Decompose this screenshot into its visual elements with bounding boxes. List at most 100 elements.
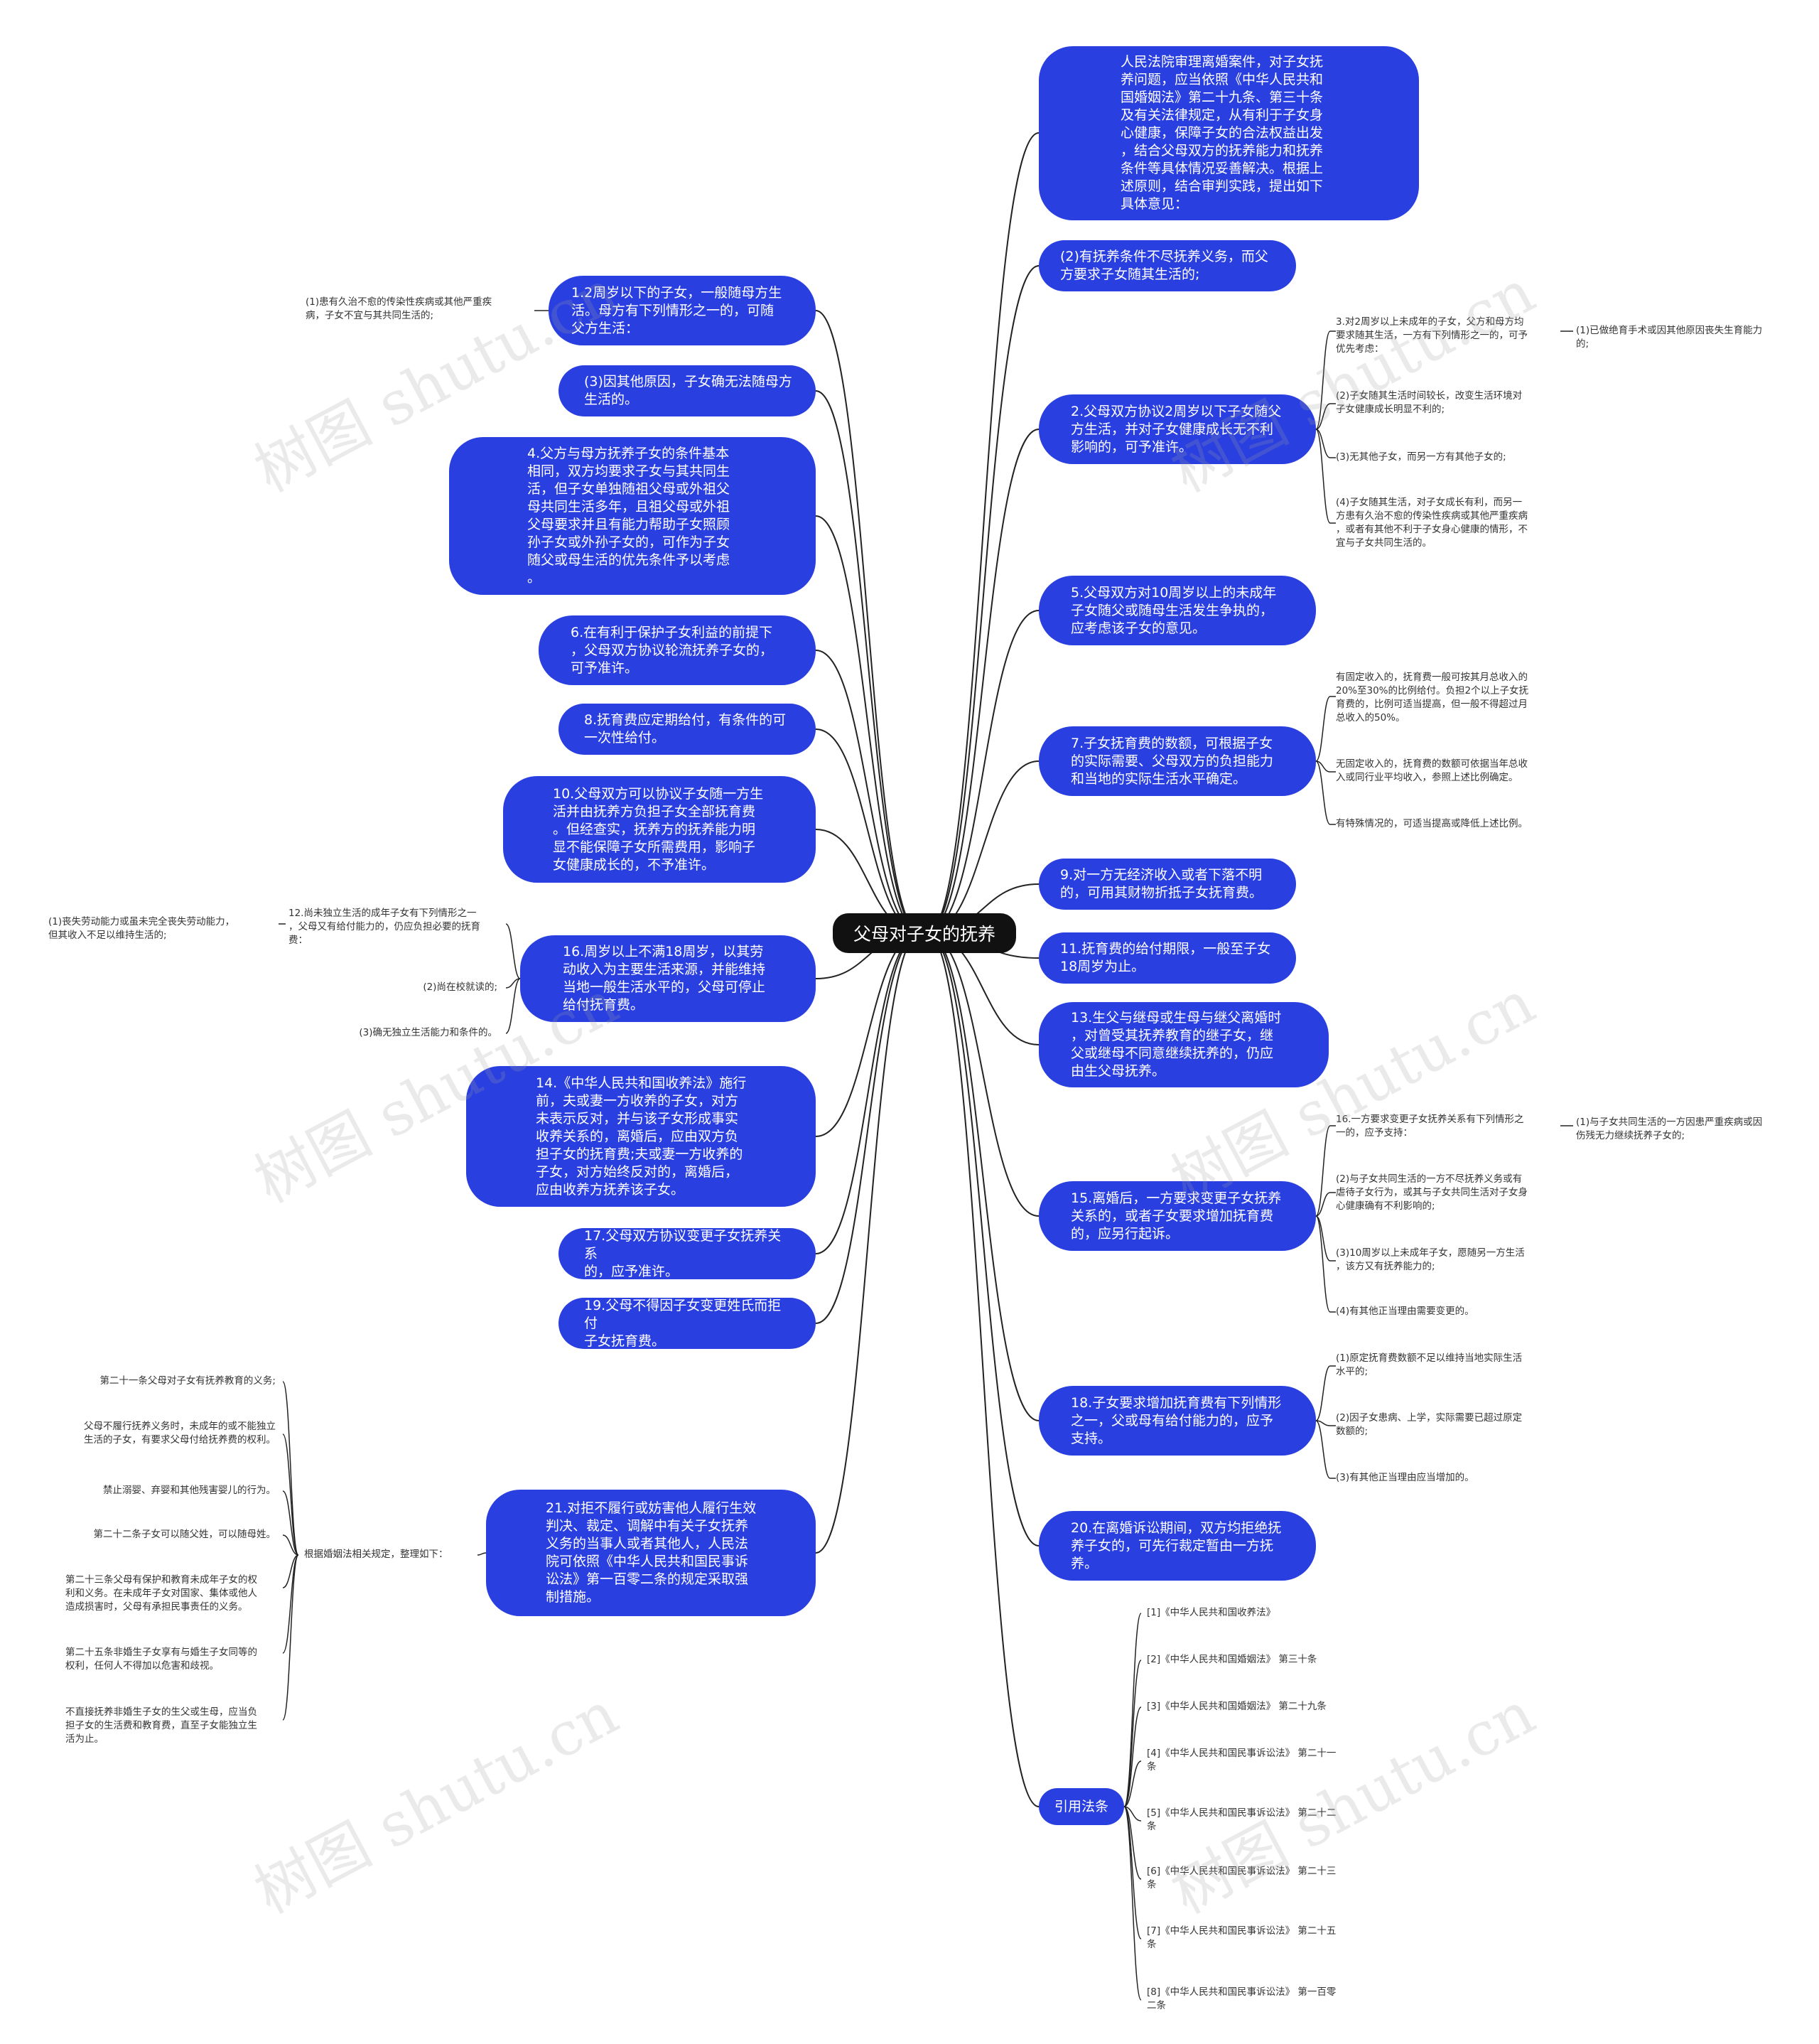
node-r4[interactable]: 5.父母双方对10周岁以上的未成年 子女随父或随母生活发生争执的， 应考虑该子女… <box>1039 576 1316 645</box>
node-r11[interactable]: 20.在离婚诉讼期间，双方均拒绝抚 养子女的，可先行裁定暂由一方抚 养。 <box>1039 1511 1316 1581</box>
node-l8[interactable]: 14.《中华人民共和国收养法》施行 前，夫或妻一方收养的子女，对方 未表示反对，… <box>466 1066 816 1207</box>
connector <box>1315 1192 1331 1217</box>
leaf-l1-sub: (1)患有久治不愈的传染性疾病或其他严重疾 病，子女不宜与其共同生活的; <box>306 296 492 321</box>
node-l3[interactable]: 4.父方与母方抚养子女的条件基本 相同，双方均要求子女与其共同生 活，但子女单独… <box>449 437 816 595</box>
leaf-r5-sub3: 有特殊情况的，可适当提高或降低上述比例。 <box>1336 818 1528 829</box>
node-r5[interactable]: 7.子女抚育费的数额，可根据子女 的实际需要、父母双方的负担能力 和当地的实际生… <box>1039 726 1316 796</box>
connector <box>927 932 1040 1547</box>
connector <box>1123 1806 1142 2001</box>
ref-7: [7]《中华人民共和国民事诉讼法》 第二十五 条 <box>1147 1925 1337 1950</box>
leaf-r3-sub1: 3.对2周岁以上未成年的子女，父方和母方均 要求随其生活，一方有下列情形之一的，… <box>1336 316 1528 355</box>
leaf-r10-sub3: (3)有其他正当理由应当增加的。 <box>1336 1472 1474 1483</box>
ref-4: [4]《中华人民共和国民事诉讼法》 第二十一 条 <box>1147 1748 1337 1773</box>
node-r9[interactable]: 15.离婚后，一方要求变更子女抚养 关系的，或者子女要求增加抚育费 的，应另行起… <box>1039 1181 1316 1251</box>
node-l1[interactable]: 1.2周岁以下的子女，一般随母方生 活。母方有下列情形之一的，可随 父方生活： <box>549 276 816 345</box>
leaf-r10-sub1: (1)原定抚育费数额不足以维持当地实际生活 水平的; <box>1336 1352 1523 1377</box>
leaf-r3-sub3: (3)无其他子女，而另一方有其他子女的; <box>1336 451 1506 463</box>
ref-6: [6]《中华人民共和国民事诉讼法》 第二十三 条 <box>1147 1866 1337 1890</box>
connector <box>927 132 1040 934</box>
connector <box>815 390 921 934</box>
connector <box>1315 1365 1331 1421</box>
leaf-l11-item-1: 第二十一条父母对子女有抚养教育的义务; <box>99 1375 276 1387</box>
leaf-l11-item-3: 禁止溺婴、弃婴和其他残害婴儿的行为。 <box>103 1485 276 1496</box>
leaf-r3-sub4: (4)子女随其生活，对子女成长有利，而另一 方患有久治不愈的传染性疾病或其他严重… <box>1336 497 1528 549</box>
root-label: 父母对子女的抚养 <box>853 924 995 945</box>
leaf-r9-sub1: 16.一方要求变更子女抚养关系有下列情形之 一的，应予支持： <box>1336 1114 1524 1139</box>
leaf-l11-item-6: 第二十五条非婚生子女享有与婚生子女同等的 权利，任何人不得加以危害和歧视。 <box>65 1647 257 1672</box>
leaf-l11-item-4: 第二十二条子女可以随父姓，可以随母姓。 <box>93 1529 276 1540</box>
node-l4[interactable]: 6.在有利于保护子女利益的前提下 ，父母双方协议轮流抚养子女的， 可予准许。 <box>539 615 816 685</box>
connector <box>1315 1215 1331 1262</box>
connector <box>282 1434 299 1556</box>
node-r1[interactable]: 人民法院审理离婚案件，对子女抚 养问题，应当依照《中华人民共和 国婚姻法》第二十… <box>1039 46 1419 220</box>
connector <box>815 310 921 934</box>
leaf-l11-item-2: 父母不履行抚养义务时，未成年的或不能独立 生活的子女，有要求父母付给抚养费的权利… <box>84 1421 276 1446</box>
root-node[interactable]: 父母对子女的抚养 <box>833 913 1016 953</box>
connector <box>815 932 921 1254</box>
connector <box>1315 403 1331 430</box>
node-l7[interactable]: 16.周岁以上不满18周岁，以其劳 动收入为主要生活来源，并能维持 当地一般生活… <box>520 935 816 1022</box>
connector <box>1123 1806 1142 1880</box>
node-r6[interactable]: 9.对一方无经济收入或者下落不明 的，可用其财物折抵子女抚育费。 <box>1039 859 1296 910</box>
connector <box>1315 1125 1331 1217</box>
node-r8[interactable]: 13.生父与继母或生母与继父离婚时 ，对曾受其抚养教育的继子女，继 父或继母不同… <box>1039 1002 1329 1087</box>
connector <box>1315 760 1331 773</box>
ref-2: [2]《中华人民共和国婚姻法》 第三十条 <box>1147 1654 1317 1665</box>
connector <box>927 932 1040 1807</box>
ref-8: [8]《中华人民共和国民事诉讼法》 第一百零 二条 <box>1147 1986 1337 2011</box>
node-r2[interactable]: (2)有抚养条件不尽抚养义务，而父 方要求子女随其生活的; <box>1039 240 1296 291</box>
node-r12-refs[interactable]: 引用法条 <box>1039 1788 1124 1825</box>
connector <box>1315 330 1331 430</box>
leaf-l7-sub1-child: (1)丧失劳动能力或虽未完全丧失劳动能力， 但其收入不足以维持生活的; <box>48 916 235 941</box>
connector <box>1315 429 1331 524</box>
leaf-l11-item-5: 第二十三条父母有保护和教育未成年子女的权 利和义务。在未成年子女对国家、集体或他… <box>65 1574 257 1613</box>
connector <box>927 932 1040 1421</box>
node-l5[interactable]: 8.抚育费应定期给付，有条件的可 一次性给付。 <box>558 704 816 755</box>
connector <box>477 1552 487 1556</box>
connector <box>505 978 521 1034</box>
connector <box>815 650 921 934</box>
leaf-l7-sub1: 12.尚未独立生活的成年子女有下列情形之一 ，父母又有给付能力的，仍应负担必要的… <box>288 908 480 946</box>
leaf-r9-sub1-child: (1)与子女共同生活的一方因患严重疾病或因 伤残无力继续抚养子女的; <box>1576 1117 1763 1141</box>
connector <box>282 1554 299 1721</box>
connector <box>815 932 921 1554</box>
leaf-l7-sub2: (2)尚在校就读的; <box>423 981 497 993</box>
leaf-r5-sub2: 无固定收入的，抚育费的数额可依据当年总收 入或同行业平均收入，参照上述比例确定。 <box>1336 758 1528 783</box>
connector <box>815 932 921 1137</box>
connector <box>282 1554 299 1588</box>
connector <box>927 265 1040 934</box>
node-r7[interactable]: 11.抚育费的给付期限，一般至子女 18周岁为止。 <box>1039 932 1296 984</box>
leaf-l7-sub3: (3)确无独立生活能力和条件的。 <box>359 1027 497 1038</box>
connector <box>1315 696 1331 762</box>
connector <box>1315 1215 1331 1313</box>
node-l2[interactable]: (3)因其他原因，子女确无法随母方 生活的。 <box>558 365 816 416</box>
leaf-r10-sub2: (2)因子女患病、上学，实际需要已超过原定 数额的; <box>1336 1412 1523 1437</box>
node-l9[interactable]: 17.父母双方协议变更子女抚养关系 的，应予准许。 <box>558 1228 816 1279</box>
node-r10[interactable]: 18.子女要求增加抚育费有下列情形 之一，父或母有给付能力的，应予 支持。 <box>1039 1386 1316 1456</box>
connector <box>282 1554 299 1654</box>
leaf-r5-sub1: 有固定收入的，抚育费一般可按其月总收入的 20%至30%的比例给付。负担2个以上… <box>1336 672 1529 724</box>
connector <box>1315 1420 1331 1479</box>
connector <box>1315 1420 1331 1426</box>
ref-5: [5]《中华人民共和国民事诉讼法》 第二十二 条 <box>1147 1807 1337 1832</box>
connector <box>815 728 921 934</box>
connector <box>1123 1806 1142 1940</box>
ref-1: [1]《中华人民共和国收养法》 <box>1147 1607 1276 1618</box>
leaf-l11-sub: 根据婚姻法相关规定，整理如下： <box>304 1549 448 1560</box>
leaf-r9-sub2: (2)与子女共同生活的一方不尽抚养义务或有 虐待子女行为，或其与子女共同生活对子… <box>1336 1173 1528 1212</box>
node-r3[interactable]: 2.父母双方协议2周岁以下子女随父 方生活，并对子女健康成长无不利 影响的，可予… <box>1039 394 1316 464</box>
leaf-r9-sub3: (3)10周岁以上未成年子女，愿随另一方生活 ，该方又有抚养能力的; <box>1336 1247 1525 1272</box>
node-l11[interactable]: 21.对拒不履行或妨害他人履行生效 判决、裁定、调解中有关子女抚养 义务的当事人… <box>486 1490 816 1616</box>
node-l6[interactable]: 10.父母双方可以协议子女随一方生 活并由抚养方负担子女全部抚育费 。但经查实，… <box>503 776 816 883</box>
leaf-r9-sub4: (4)有其他正当理由需要变更的。 <box>1336 1306 1474 1317</box>
connector <box>815 515 921 934</box>
connector <box>1123 1660 1142 1807</box>
connector <box>1123 1760 1142 1807</box>
connector <box>927 610 1040 934</box>
connector <box>505 923 521 979</box>
leaf-r3-sub2: (2)子女随其生活时间较长，改变生活环境对 子女健康成长明显不利的; <box>1336 390 1523 415</box>
connector <box>1123 1706 1142 1807</box>
node-l10[interactable]: 19.父母不得因子女变更姓氏而拒付 子女抚育费。 <box>558 1298 816 1349</box>
leaf-r3-sub1-child: (1)已做绝育手术或因其他原因丧失生育能力 的; <box>1576 325 1763 350</box>
leaf-l11-item-7: 不直接抚养非婚生子女的生父或生母，应当负 担子女的生活费和教育费，直至子女能独立… <box>65 1706 257 1745</box>
